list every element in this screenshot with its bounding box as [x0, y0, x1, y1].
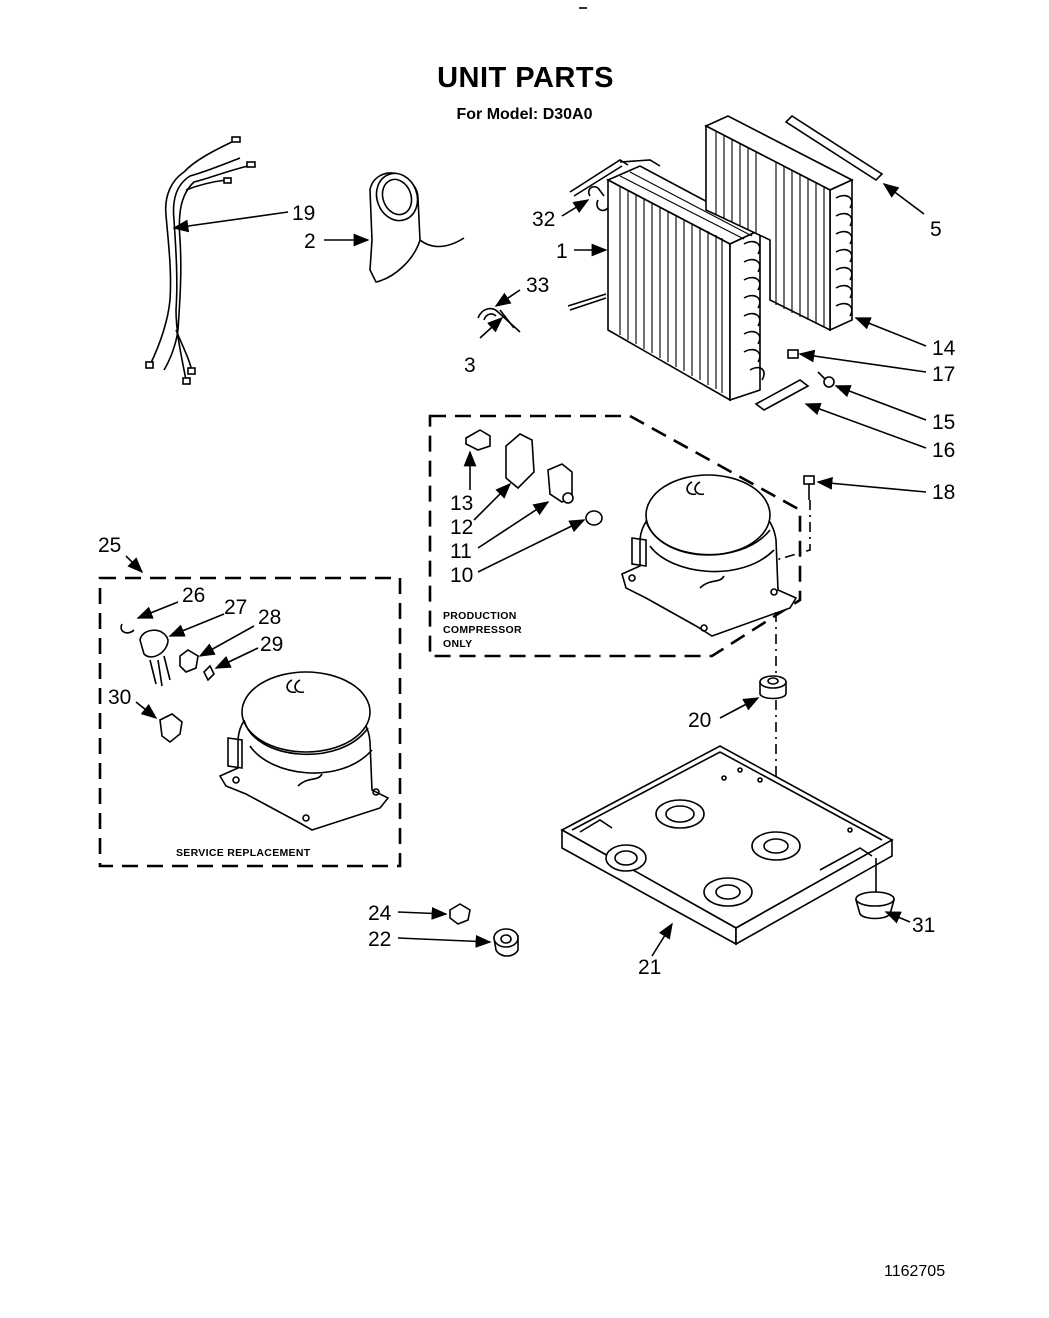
callout-22: 22 — [368, 928, 391, 951]
callout-20: 20 — [688, 709, 711, 732]
callout-30: 30 — [108, 686, 131, 709]
drain-tube — [369, 172, 465, 283]
service-box-label: SERVICE REPLACEMENT — [176, 847, 311, 859]
mounting-bolt — [803, 475, 815, 500]
callout-3: 3 — [464, 354, 476, 377]
callout-28: 28 — [258, 606, 281, 629]
grommet-22 — [493, 928, 519, 957]
screw-15 — [817, 371, 835, 388]
callout-10: 10 — [450, 564, 473, 587]
callout-26: 26 — [182, 584, 205, 607]
callout-21: 21 — [638, 956, 661, 979]
base-pan — [560, 745, 894, 946]
callout-16: 16 — [932, 439, 955, 462]
top-seal-strip — [784, 114, 884, 182]
callout-31: 31 — [912, 914, 935, 937]
service-replacement-box — [98, 576, 402, 868]
model-subtitle: For Model: D30A0 — [456, 106, 593, 123]
callout-15: 15 — [932, 411, 955, 434]
overload-bracket — [465, 429, 603, 526]
callout-12: 12 — [450, 516, 473, 539]
callout-5: 5 — [930, 218, 942, 241]
callout-27: 27 — [224, 596, 247, 619]
sensor-clip — [477, 307, 521, 333]
callout-29: 29 — [260, 633, 283, 656]
wire-harness — [145, 136, 256, 385]
callout-14: 14 — [932, 337, 956, 360]
service-parts — [120, 623, 215, 744]
callout-1: 1 — [556, 240, 568, 263]
clip-24 — [449, 903, 471, 925]
production-compressor-box — [428, 414, 802, 658]
callout-19: 19 — [292, 202, 315, 225]
grommet — [787, 349, 799, 359]
production-box-line-3: ONLY — [443, 638, 472, 650]
service-compressor — [218, 671, 390, 831]
callout-11: 11 — [450, 540, 472, 563]
page-title: UNIT PARTS — [437, 62, 614, 94]
evaporator-coil — [704, 115, 854, 332]
production-box-line-1: PRODUCTION — [443, 610, 517, 622]
callout-labels: 19 2 3 33 32 1 5 14 17 15 16 18 13 12 11… — [98, 202, 956, 979]
callout-33: 33 — [526, 274, 549, 297]
compressor-grommet — [759, 675, 787, 700]
production-compressor — [621, 474, 798, 637]
document-number: 1162705 — [884, 1263, 946, 1280]
callout-13: 13 — [450, 492, 473, 515]
callout-2: 2 — [304, 230, 316, 253]
callout-24: 24 — [368, 902, 392, 925]
callout-25: 25 — [98, 534, 121, 557]
capillary-hook — [587, 185, 609, 212]
production-box-line-2: COMPRESSOR — [443, 624, 522, 636]
callout-32: 32 — [532, 208, 555, 231]
callout-17: 17 — [932, 363, 955, 386]
bottom-seal-strip — [754, 379, 810, 411]
callout-18: 18 — [932, 481, 955, 504]
condenser-coil — [567, 159, 765, 402]
rubber-foot — [854, 858, 896, 920]
